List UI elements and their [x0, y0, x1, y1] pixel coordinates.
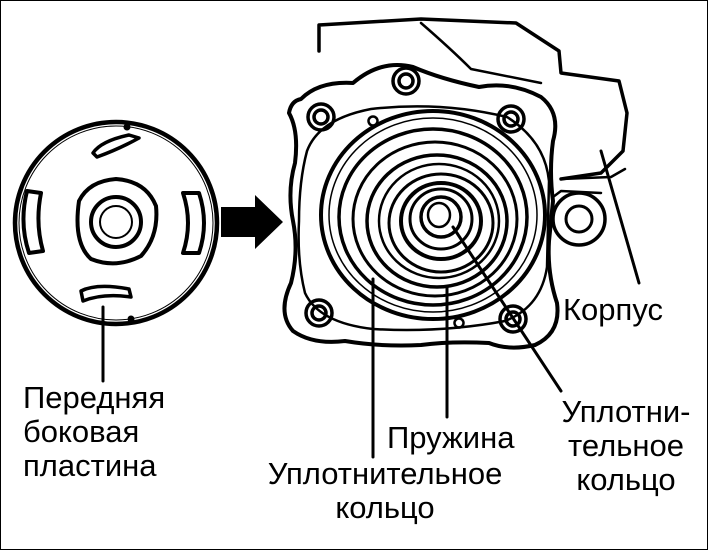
arrow-right-icon	[221, 195, 283, 249]
front-side-plate	[12, 119, 220, 383]
label-line: Уплотни-	[561, 394, 691, 429]
label-line: тельное	[568, 428, 684, 463]
label-line: кольцо	[576, 462, 676, 497]
label-seal-ring-right: Уплотни- тельное кольцо	[545, 395, 707, 497]
bolt-holes	[304, 66, 528, 334]
label-line: боковая	[23, 414, 140, 449]
label-line: Передняя	[23, 380, 166, 415]
label-line: пластина	[23, 448, 157, 483]
label-line: кольцо	[335, 490, 435, 525]
pump-housing	[282, 17, 641, 459]
label-spring: Пружина	[387, 420, 515, 455]
label-housing: Корпус	[563, 292, 663, 327]
label-seal-ring-left: Уплотнительное кольцо	[237, 457, 533, 525]
label-front-side-plate: Передняя боковая пластина	[23, 381, 165, 483]
label-line: Уплотнительное	[267, 456, 503, 491]
